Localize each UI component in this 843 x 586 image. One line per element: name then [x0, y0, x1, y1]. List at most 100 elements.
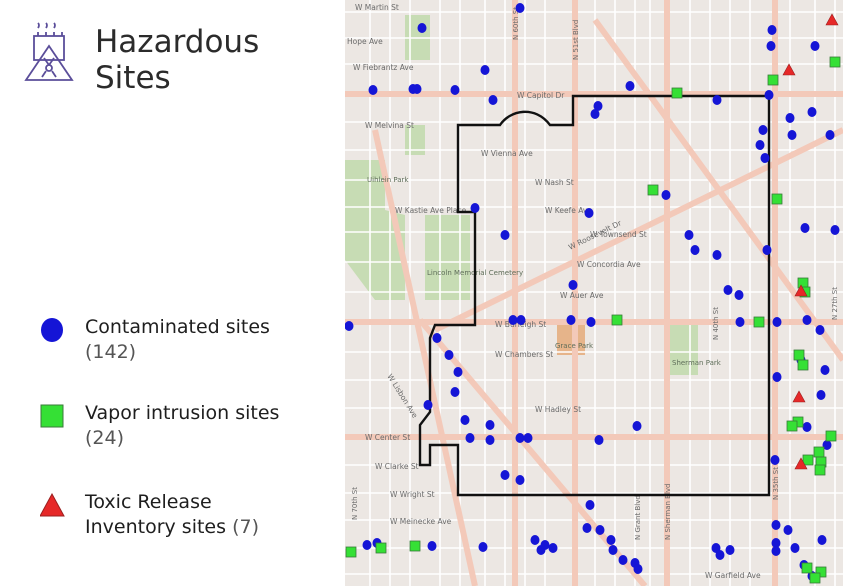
contaminated-site-marker[interactable]: [548, 543, 558, 553]
contaminated-site-marker[interactable]: [725, 545, 735, 555]
contaminated-site-marker[interactable]: [820, 365, 830, 375]
contaminated-site-marker[interactable]: [460, 415, 470, 425]
contaminated-site-marker[interactable]: [762, 245, 772, 255]
contaminated-site-marker[interactable]: [568, 280, 578, 290]
contaminated-site-marker[interactable]: [417, 23, 427, 33]
contaminated-site-marker[interactable]: [632, 421, 642, 431]
contaminated-site-marker[interactable]: [633, 564, 643, 574]
contaminated-site-marker[interactable]: [822, 440, 832, 450]
vapor-intrusion-site-marker[interactable]: [801, 562, 813, 574]
vapor-intrusion-site-marker[interactable]: [375, 542, 387, 554]
contaminated-site-marker[interactable]: [783, 525, 793, 535]
vapor-intrusion-site-marker[interactable]: [647, 184, 659, 196]
contaminated-site-marker[interactable]: [485, 420, 495, 430]
vapor-intrusion-site-marker[interactable]: [809, 572, 821, 584]
vapor-intrusion-site-marker[interactable]: [786, 420, 798, 432]
contaminated-site-marker[interactable]: [734, 290, 744, 300]
contaminated-site-marker[interactable]: [661, 190, 671, 200]
vapor-intrusion-site-marker[interactable]: [829, 56, 841, 68]
contaminated-site-marker[interactable]: [830, 225, 840, 235]
contaminated-site-marker[interactable]: [523, 433, 533, 443]
toxic-release-site-marker[interactable]: [825, 13, 839, 26]
contaminated-site-marker[interactable]: [412, 84, 422, 94]
map-canvas[interactable]: W Martin St Hope Ave W Fiebrantz Ave W C…: [345, 0, 843, 586]
contaminated-site-marker[interactable]: [800, 223, 810, 233]
contaminated-site-marker[interactable]: [772, 372, 782, 382]
contaminated-site-marker[interactable]: [712, 250, 722, 260]
contaminated-site-marker[interactable]: [606, 535, 616, 545]
contaminated-site-marker[interactable]: [586, 317, 596, 327]
vapor-intrusion-site-marker[interactable]: [797, 277, 809, 289]
vapor-intrusion-site-marker[interactable]: [771, 193, 783, 205]
contaminated-site-marker[interactable]: [540, 540, 550, 550]
vapor-intrusion-site-marker[interactable]: [611, 314, 623, 326]
contaminated-site-marker[interactable]: [450, 85, 460, 95]
vapor-intrusion-site-marker[interactable]: [671, 87, 683, 99]
contaminated-site-marker[interactable]: [802, 422, 812, 432]
contaminated-site-marker[interactable]: [771, 546, 781, 556]
vapor-intrusion-site-marker[interactable]: [802, 454, 814, 466]
contaminated-site-marker[interactable]: [444, 350, 454, 360]
vapor-intrusion-site-marker[interactable]: [793, 349, 805, 361]
contaminated-site-marker[interactable]: [817, 535, 827, 545]
contaminated-site-marker[interactable]: [480, 65, 490, 75]
contaminated-site-marker[interactable]: [608, 545, 618, 555]
contaminated-site-marker[interactable]: [530, 535, 540, 545]
toxic-release-site-marker[interactable]: [782, 63, 796, 76]
contaminated-site-marker[interactable]: [715, 550, 725, 560]
contaminated-site-marker[interactable]: [712, 95, 722, 105]
vapor-intrusion-site-marker[interactable]: [797, 359, 809, 371]
contaminated-site-marker[interactable]: [478, 542, 488, 552]
contaminated-site-marker[interactable]: [362, 540, 372, 550]
contaminated-site-marker[interactable]: [785, 113, 795, 123]
contaminated-site-marker[interactable]: [766, 41, 776, 51]
vapor-intrusion-site-marker[interactable]: [345, 546, 357, 558]
contaminated-site-marker[interactable]: [787, 130, 797, 140]
contaminated-site-marker[interactable]: [582, 523, 592, 533]
contaminated-site-marker[interactable]: [755, 140, 765, 150]
contaminated-site-marker[interactable]: [453, 367, 463, 377]
contaminated-site-marker[interactable]: [772, 317, 782, 327]
contaminated-site-marker[interactable]: [618, 555, 628, 565]
vapor-intrusion-site-marker[interactable]: [767, 74, 779, 86]
contaminated-site-marker[interactable]: [516, 315, 526, 325]
contaminated-site-marker[interactable]: [508, 315, 518, 325]
contaminated-site-marker[interactable]: [427, 541, 437, 551]
vapor-intrusion-site-marker[interactable]: [753, 316, 765, 328]
contaminated-site-marker[interactable]: [515, 433, 525, 443]
contaminated-site-marker[interactable]: [488, 95, 498, 105]
contaminated-site-marker[interactable]: [432, 333, 442, 343]
vapor-intrusion-site-marker[interactable]: [814, 464, 826, 476]
contaminated-site-marker[interactable]: [815, 325, 825, 335]
contaminated-site-marker[interactable]: [465, 433, 475, 443]
contaminated-site-marker[interactable]: [735, 317, 745, 327]
contaminated-site-marker[interactable]: [758, 125, 768, 135]
vapor-intrusion-site-marker[interactable]: [409, 540, 421, 552]
contaminated-site-marker[interactable]: [771, 538, 781, 548]
contaminated-site-marker[interactable]: [770, 455, 780, 465]
toxic-release-site-marker[interactable]: [794, 284, 808, 297]
contaminated-site-marker[interactable]: [485, 435, 495, 445]
contaminated-site-marker[interactable]: [723, 285, 733, 295]
contaminated-site-marker[interactable]: [593, 101, 603, 111]
toxic-release-site-marker[interactable]: [794, 457, 808, 470]
contaminated-site-marker[interactable]: [807, 107, 817, 117]
contaminated-site-marker[interactable]: [345, 321, 354, 331]
vapor-intrusion-site-marker[interactable]: [825, 430, 837, 442]
contaminated-site-marker[interactable]: [810, 41, 820, 51]
contaminated-site-marker[interactable]: [515, 3, 525, 13]
contaminated-site-marker[interactable]: [771, 520, 781, 530]
vapor-intrusion-site-marker[interactable]: [815, 566, 827, 578]
contaminated-site-marker[interactable]: [802, 315, 812, 325]
contaminated-site-marker[interactable]: [684, 230, 694, 240]
contaminated-site-marker[interactable]: [816, 390, 826, 400]
contaminated-site-marker[interactable]: [585, 500, 595, 510]
contaminated-site-marker[interactable]: [450, 387, 460, 397]
contaminated-site-marker[interactable]: [566, 315, 576, 325]
contaminated-site-marker[interactable]: [595, 525, 605, 535]
contaminated-site-marker[interactable]: [625, 81, 635, 91]
contaminated-site-marker[interactable]: [764, 90, 774, 100]
contaminated-site-marker[interactable]: [790, 543, 800, 553]
contaminated-site-marker[interactable]: [515, 475, 525, 485]
contaminated-site-marker[interactable]: [767, 25, 777, 35]
